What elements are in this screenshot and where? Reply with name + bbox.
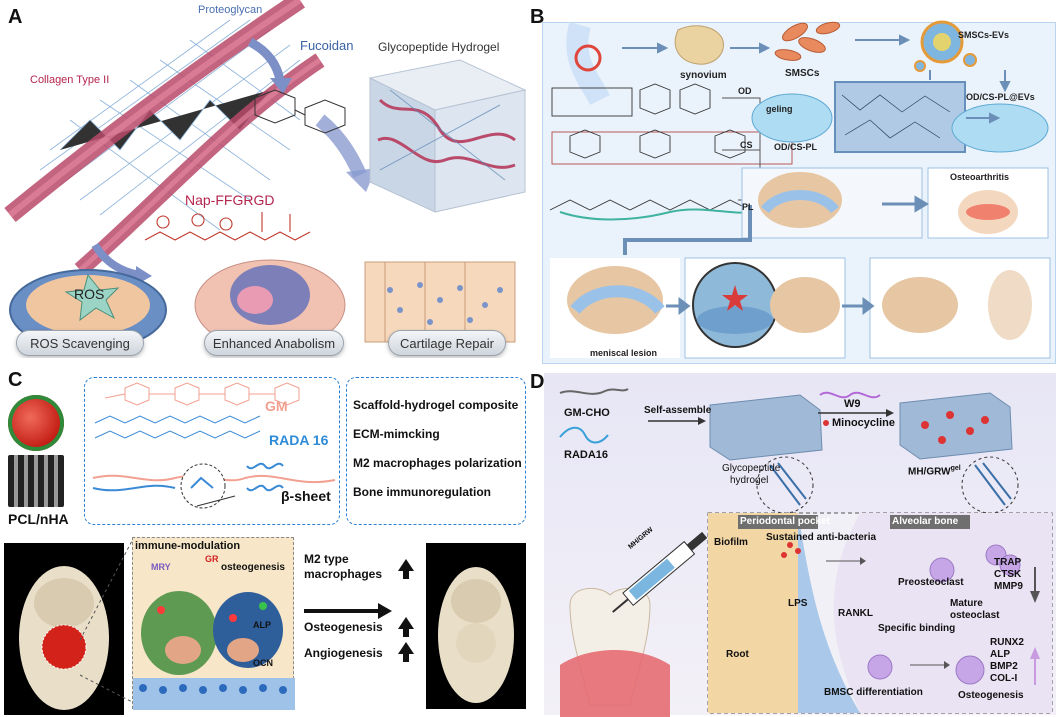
marker-alp: ALP <box>990 649 1010 660</box>
outcome-m2-label: M2 type macrophages <box>304 552 383 581</box>
panel-letter-c: C <box>8 369 23 391</box>
glycopeptide-label: Glycopeptide <box>722 463 781 474</box>
feature-scaffold: Scaffold-hydrogel composite <box>353 398 519 412</box>
rankl-label: RANKL <box>838 608 873 619</box>
osteogenesis-label-d: Osteogenesis <box>958 690 1024 701</box>
marker-bmp2: BMP2 <box>990 661 1018 672</box>
periodontal-illustration <box>559 388 1053 717</box>
collagen-network-illustration <box>4 0 527 351</box>
proteoglycan-label: Proteoglycan <box>198 4 263 16</box>
root-label: Root <box>726 649 749 660</box>
ros-scavenging-pill: ROS Scavenging <box>16 330 144 356</box>
scaffold-photo <box>8 395 64 451</box>
panel-d: D <box>530 365 1059 717</box>
outcome-osteogenesis-label: Osteogenesis <box>304 620 383 634</box>
panel-b: B <box>530 0 1059 365</box>
outcome-angiogenesis-label: Angiogenesis <box>304 646 383 660</box>
panel-letter-b: B <box>530 6 545 28</box>
panel-letter-d: D <box>530 371 545 393</box>
od-cs-pl-label: OD/CS-PL <box>774 142 818 152</box>
smscs-evs-label: SMSCs-EVs <box>958 30 1010 40</box>
panel-letter-a: A <box>8 6 23 28</box>
bmsc-label: BMSC differentiation <box>824 687 923 698</box>
cs-label: CS <box>740 140 753 150</box>
hydrogel-label-d: hydrogel <box>730 475 769 486</box>
skull-image-before <box>4 543 124 715</box>
rada16-label-d: RADA16 <box>564 449 609 461</box>
synovium-label: synovium <box>680 70 727 81</box>
marker-ctsk: CTSK <box>994 569 1022 580</box>
panel-c: C PCL/nHA GM <box>0 365 530 717</box>
meniscal-lesion-label: meniscal lesion <box>590 348 658 358</box>
pcl-nha-label: PCL/nHA <box>8 511 69 527</box>
features-box <box>346 377 526 525</box>
pl-label: PL <box>742 202 754 212</box>
alp-label: ALP <box>253 620 271 630</box>
gm-cho-label: GM-CHO <box>564 407 610 419</box>
feature-bone: Bone immunoregulation <box>353 485 491 499</box>
smscs-label: SMSCs <box>785 68 820 79</box>
ocn-label: OCN <box>253 658 273 668</box>
peptide-label: Nap-FFGRGD <box>185 192 275 208</box>
sustained-label: Sustained anti-bacteria <box>766 532 877 543</box>
self-assemble-label: Self-assemble <box>644 405 712 416</box>
od-cs-pl-evs-label: OD/CS-PL@EVs <box>966 92 1035 102</box>
enhanced-anabolism-pill: Enhanced Anabolism <box>204 330 344 356</box>
feature-m2: M2 macrophages polarization <box>353 456 522 470</box>
mature-label: Mature <box>950 598 983 609</box>
marker-col1: COL-I <box>990 673 1018 684</box>
meniscus-treatment-illustration <box>549 20 1051 359</box>
immune-modulation-box: immune-modulation osteogenesis MRY GR AL… <box>132 537 295 710</box>
gm-rada-structure <box>92 382 336 509</box>
geling-label: geling <box>766 104 793 114</box>
outcome-arrows <box>304 559 414 662</box>
marker-runx2: RUNX2 <box>990 637 1024 648</box>
beta-sheet-label: β-sheet <box>281 488 331 504</box>
rada16-label: RADA 16 <box>269 432 329 448</box>
collagen-label: Collagen Type II <box>30 74 110 86</box>
specific-binding-label: Specific binding <box>878 623 956 634</box>
feature-ecm: ECM-mimcking <box>353 427 440 441</box>
biofilm-label: Biofilm <box>714 537 748 548</box>
hydrogel-label: Glycopeptide Hydrogel <box>378 40 500 54</box>
mh-grw-text: MH/GRW <box>908 466 951 478</box>
alveolar-bone-label: Alveolar bone <box>892 516 959 527</box>
skull-image-after <box>426 543 526 709</box>
osteoarthritis-label: Osteoarthritis <box>950 172 1010 182</box>
osteogenesis-small-label: osteogenesis <box>221 562 285 573</box>
od-label: OD <box>738 86 752 96</box>
osteoclast-label: osteoclast <box>950 610 1000 621</box>
w9-label: W9 <box>844 398 861 410</box>
material-structure-box: GM RADA 16 β-sheet <box>84 377 340 525</box>
scaffold-sem-image <box>8 455 64 507</box>
grgel-label: GR <box>205 554 219 564</box>
zoom-lines <box>80 536 135 704</box>
mry-label: MRY <box>151 562 171 572</box>
gm-label: GM <box>265 398 288 414</box>
immune-modulation-label: immune-modulation <box>135 540 241 552</box>
preosteoclast-label: Preosteoclast <box>898 577 964 588</box>
ros-label: ROS <box>74 286 105 302</box>
lps-label: LPS <box>788 598 808 609</box>
minocycline-label: Minocycline <box>832 417 895 429</box>
cartilage-repair-pill: Cartilage Repair <box>388 330 506 356</box>
fucoidan-label: Fucoidan <box>300 38 354 53</box>
mh-grw-label: MH/GRWgel <box>908 465 961 478</box>
marker-mmp9: MMP9 <box>994 581 1023 592</box>
panel-a: A <box>0 0 530 358</box>
marker-trap: TRAP <box>994 557 1022 568</box>
periodontal-pocket-label: Periodontal pocket <box>740 516 831 527</box>
